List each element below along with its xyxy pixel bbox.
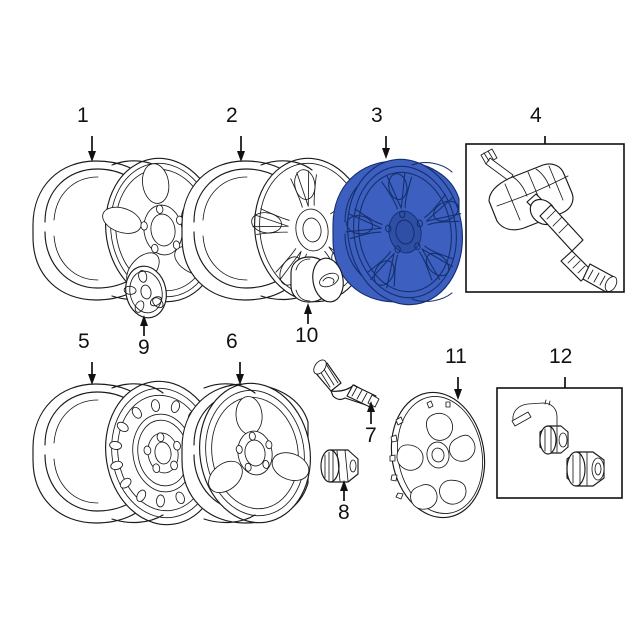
part-7-valve-stem [313,359,380,408]
callout-label-4: 4 [530,104,542,127]
callout-label-5: 5 [78,330,90,353]
part-9-center-cap-oval-spoke [123,265,167,319]
tpms-screw [480,148,514,182]
part-10-center-cap-ford-oval [290,256,344,303]
part-6-alloy-wheel-3-spoke [181,382,311,524]
part-8-lug-nut [320,449,359,483]
callout-label-6: 6 [226,330,238,353]
wheel-lock-key [511,399,558,429]
callout-label-11: 11 [445,345,467,368]
part-11-wheel-cover-hubcap [389,391,486,519]
wheel-lock-nut-keyed [539,425,569,455]
tpms-valve-stem [526,193,593,282]
callout-label-2: 2 [226,104,238,127]
wheel-lock-nut [566,451,605,487]
callout-leaders [88,136,566,501]
part-12-wheel-lock-kit [496,387,623,499]
tpms-valve-cap [582,263,618,293]
callout-label-1: 1 [77,104,89,127]
callout-label-3: 3 [371,104,383,127]
part-4-tpms-sensor-kit [465,143,625,293]
callout-label-10: 10 [295,324,319,347]
callout-label-7: 7 [365,424,377,447]
part-3-alloy-wheel-highlighted [332,158,464,306]
callout-label-8: 8 [338,501,350,524]
callout-label-9: 9 [138,336,150,359]
callout-label-12: 12 [549,345,573,368]
